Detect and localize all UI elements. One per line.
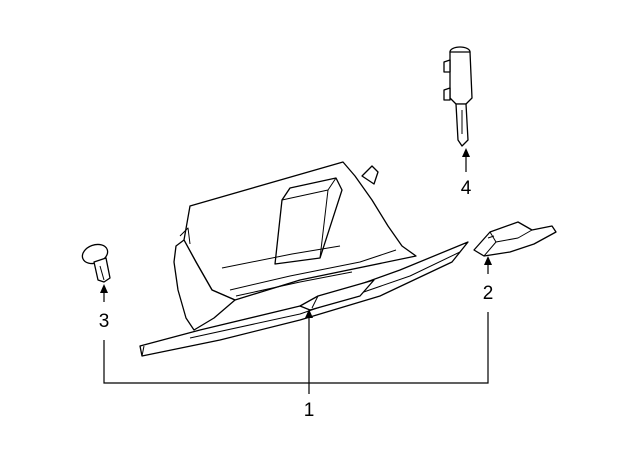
glove-box-part	[139, 161, 469, 357]
lamp-part	[443, 46, 473, 147]
leader-lines	[100, 148, 492, 394]
callout-4-label: 4	[461, 178, 472, 199]
callout-3-label: 3	[99, 311, 110, 332]
bumper-part	[81, 243, 111, 283]
callout-1-label: 1	[304, 400, 315, 421]
callout-2-label: 2	[483, 283, 494, 304]
striker-part	[473, 221, 557, 257]
